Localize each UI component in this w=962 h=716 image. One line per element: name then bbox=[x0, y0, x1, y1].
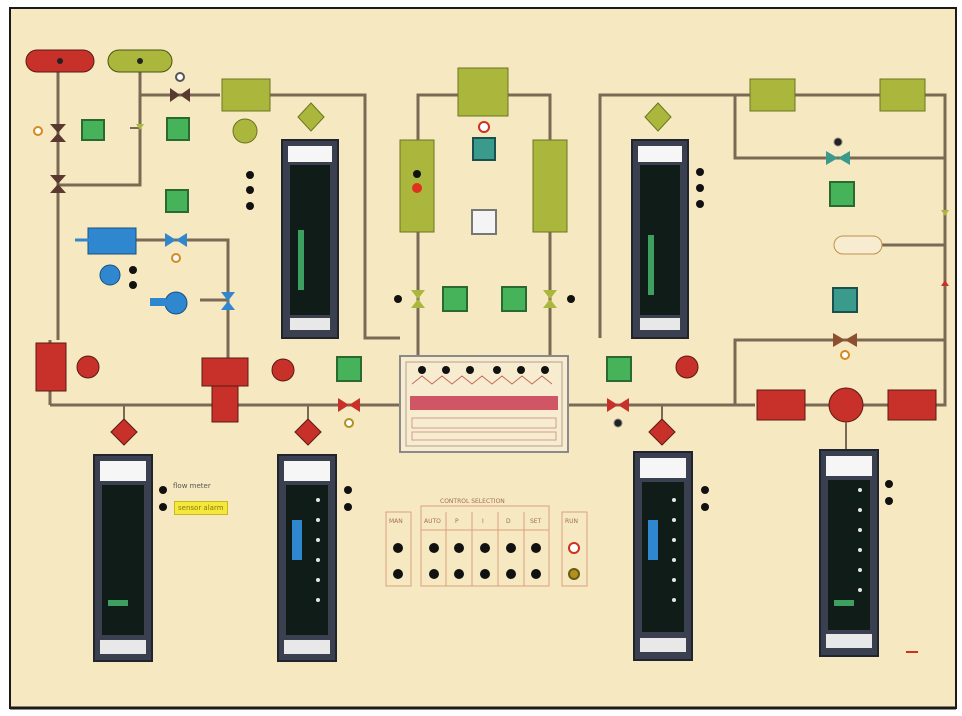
indicator-red-left bbox=[77, 356, 99, 378]
matrix-col-3: I bbox=[482, 518, 484, 525]
indicator-green-center-right[interactable] bbox=[502, 287, 526, 311]
status-small-label: flow meter bbox=[173, 482, 211, 490]
indicator-green-2[interactable] bbox=[167, 118, 189, 140]
indicator-green-3[interactable] bbox=[166, 190, 188, 212]
olive-box-center-top bbox=[458, 68, 508, 116]
tank-icon bbox=[757, 390, 805, 420]
matrix-col-2: P bbox=[455, 518, 459, 525]
indicator-lamp-icon bbox=[34, 127, 42, 135]
matrix-col-4: D bbox=[506, 518, 511, 525]
controller-top-right[interactable] bbox=[632, 140, 688, 338]
matrix-col-5: SET bbox=[530, 518, 541, 525]
indicator-green-right-mid[interactable] bbox=[607, 357, 631, 381]
pump-icon[interactable] bbox=[165, 292, 187, 314]
matrix-col-1: AUTO bbox=[424, 518, 441, 525]
pump-icon[interactable] bbox=[100, 265, 120, 285]
olive-box-right-2 bbox=[880, 79, 925, 111]
controller-bottom-4[interactable] bbox=[820, 450, 878, 656]
matrix-col-6: RUN bbox=[565, 518, 578, 525]
olive-vessel-right bbox=[834, 236, 882, 254]
indicator-green-left-mid[interactable] bbox=[337, 357, 361, 381]
indicator-lamp-icon bbox=[172, 254, 180, 262]
indicator-lamp-icon bbox=[569, 569, 579, 579]
indicator-green-1[interactable] bbox=[82, 120, 104, 140]
indicator-green-center-left[interactable] bbox=[443, 287, 467, 311]
olive-box-top-left bbox=[222, 79, 270, 111]
indicator-teal-right[interactable] bbox=[833, 288, 857, 312]
indicator-lamp-icon bbox=[841, 351, 849, 359]
olive-indicator bbox=[233, 119, 257, 143]
indicator-green-right-1[interactable] bbox=[830, 182, 854, 206]
tank-icon bbox=[36, 343, 66, 391]
controller-bottom-3[interactable] bbox=[634, 452, 692, 660]
indicator-red-big bbox=[829, 388, 863, 422]
indicator-lamp-icon bbox=[176, 73, 184, 81]
controller-bottom-2[interactable] bbox=[278, 455, 336, 661]
indicator-lamp-icon bbox=[479, 122, 489, 132]
blue-heater bbox=[88, 228, 136, 254]
controller-bottom-1[interactable] bbox=[94, 455, 152, 661]
matrix-col-0: MAN bbox=[389, 518, 403, 525]
matrix-title: CONTROL SELECTION bbox=[440, 498, 505, 505]
indicator-lamp-icon bbox=[345, 419, 353, 427]
indicator-white-center[interactable] bbox=[472, 210, 496, 234]
olive-column-right bbox=[533, 140, 567, 232]
indicator-teal-center[interactable] bbox=[473, 138, 495, 160]
tank-icon bbox=[888, 390, 936, 420]
indicator-lamp-icon bbox=[569, 543, 579, 553]
controller-top-left[interactable] bbox=[282, 140, 338, 338]
status-yellow-label: sensor alarm bbox=[174, 501, 228, 515]
indicator-red-right bbox=[676, 356, 698, 378]
olive-box-right-1 bbox=[750, 79, 795, 111]
indicator-red-mid bbox=[272, 359, 294, 381]
